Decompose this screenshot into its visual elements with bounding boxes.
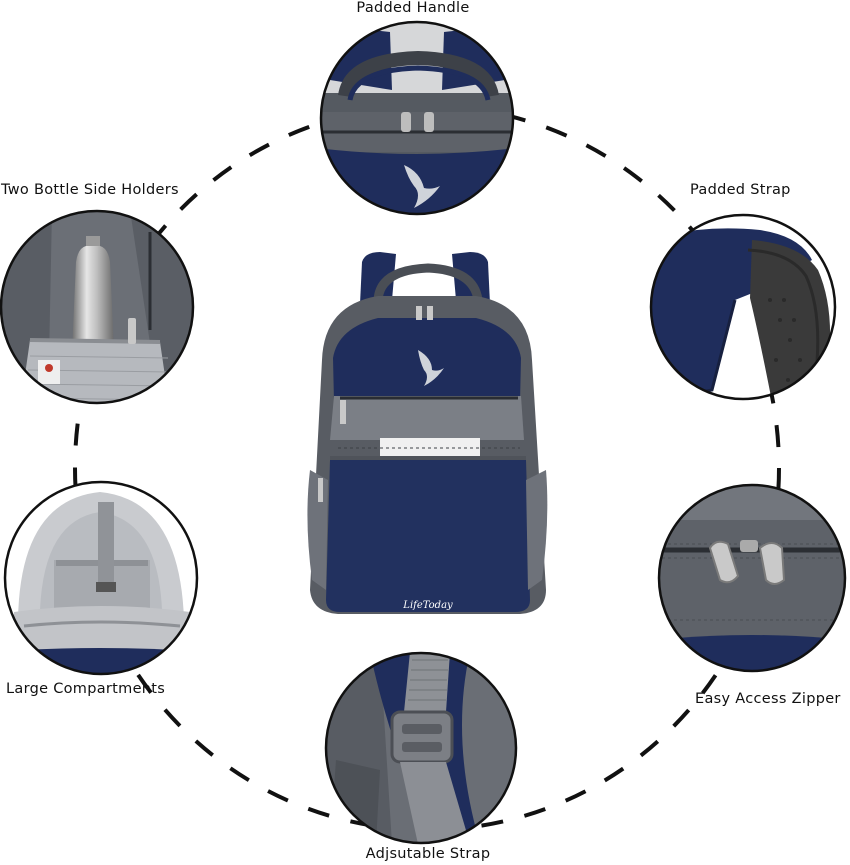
backpack-main-image (307, 252, 548, 614)
padded-strap-label: Padded Strap (690, 182, 791, 198)
large-compartments-label: Large Compartments (6, 681, 166, 697)
bottle-holders-label: Two Bottle Side Holders (1, 182, 179, 198)
padded-handle-label: Padded Handle (356, 0, 470, 16)
easy-zipper-image (657, 483, 847, 673)
adjustable-strap-label: Adjsutable Strap (365, 846, 491, 862)
padded-strap-image (649, 213, 837, 401)
padded-handle-image (319, 20, 515, 216)
brand-logo-text: LifeToday (402, 600, 453, 611)
large-compartments-image (3, 480, 199, 676)
easy-zipper-label: Easy Access Zipper (695, 691, 841, 707)
adjustable-strap-image (324, 651, 518, 845)
bottle-holders-image (0, 209, 195, 405)
